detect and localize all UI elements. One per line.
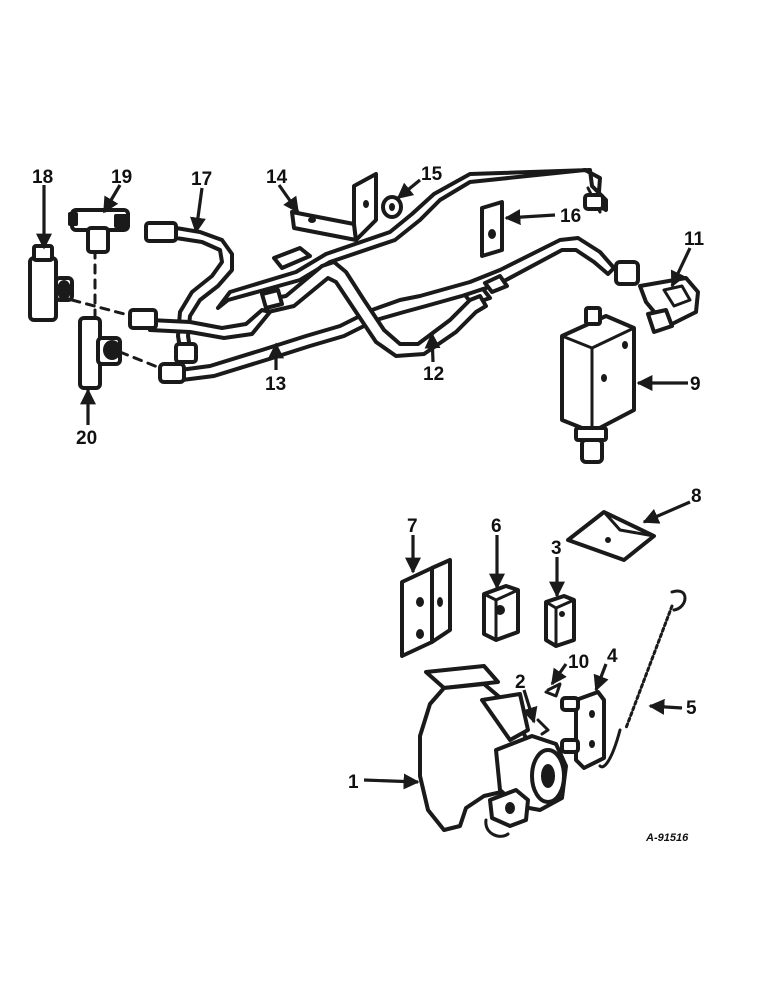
callout-labels: 18 19 17 14 15 16 11 9 12 13 20 8 7 6 3 … xyxy=(32,164,705,793)
callout-14: 14 xyxy=(266,167,288,188)
brake-line-17 xyxy=(128,221,272,364)
callout-4: 4 xyxy=(607,646,618,667)
pedal-1 xyxy=(418,664,568,838)
leader-1 xyxy=(363,773,420,790)
callout-leaders xyxy=(36,178,692,790)
callout-8: 8 xyxy=(691,486,702,507)
bracket-4 xyxy=(560,690,606,770)
pin-10 xyxy=(544,682,562,698)
tee-fitting-19 xyxy=(68,208,130,254)
clip-16 xyxy=(480,200,504,258)
callout-16: 16 xyxy=(560,206,581,227)
tee-fitting-18 xyxy=(28,244,74,322)
callout-5: 5 xyxy=(686,698,697,719)
brake-line-12-bend xyxy=(260,260,488,358)
cotter-pin-2 xyxy=(536,718,550,736)
leader-16 xyxy=(504,209,556,226)
leader-2 xyxy=(522,689,538,724)
callout-12: 12 xyxy=(423,364,444,385)
callout-20: 20 xyxy=(76,428,97,449)
leader-14 xyxy=(277,184,300,214)
block-3 xyxy=(544,594,576,648)
bracket-7 xyxy=(400,558,452,658)
brake-line-13 xyxy=(178,236,616,382)
fitting-20 xyxy=(78,316,122,390)
leader-10 xyxy=(550,663,568,686)
callout-1: 1 xyxy=(348,772,359,793)
valve-9 xyxy=(560,306,636,464)
bracket-14 xyxy=(290,172,378,242)
block-6 xyxy=(482,584,520,642)
leader-4 xyxy=(593,663,609,692)
callout-6: 6 xyxy=(491,516,502,537)
grommet-15 xyxy=(381,195,403,219)
callout-13: 13 xyxy=(265,374,286,395)
brake-line-12 xyxy=(216,168,608,310)
callout-15: 15 xyxy=(421,164,443,185)
leader-8 xyxy=(642,500,691,524)
callout-19: 19 xyxy=(111,167,132,188)
callout-11: 11 xyxy=(684,229,705,250)
leader-17 xyxy=(190,187,206,234)
leader-19 xyxy=(102,184,122,214)
callout-18: 18 xyxy=(32,167,53,188)
callout-3: 3 xyxy=(551,538,562,559)
callout-2: 2 xyxy=(515,672,526,693)
drawing-reference-code: A-91516 xyxy=(645,832,689,844)
callout-7: 7 xyxy=(407,516,418,537)
callout-10: 10 xyxy=(568,652,589,673)
fitting-13-end xyxy=(158,362,186,384)
spring-5 xyxy=(598,589,687,769)
bracket-8 xyxy=(566,510,656,562)
leader-5 xyxy=(648,698,683,715)
callout-17: 17 xyxy=(191,169,212,190)
leader-15 xyxy=(396,178,422,200)
leader-11 xyxy=(670,247,692,288)
leader-12 xyxy=(424,332,441,363)
elbow-fitting-11 xyxy=(614,260,700,334)
callout-9: 9 xyxy=(690,374,701,395)
